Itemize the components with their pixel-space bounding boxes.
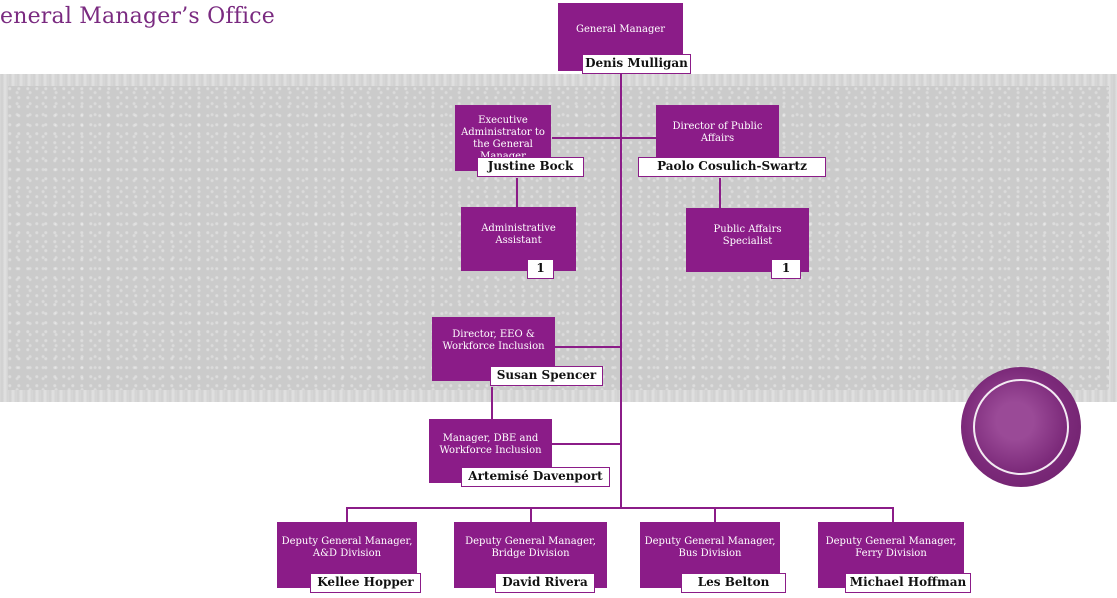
- connector-line: [530, 507, 532, 523]
- role-label: Director of Public Affairs: [672, 121, 763, 144]
- connector-line: [555, 346, 621, 348]
- connector-line: [620, 74, 622, 488]
- connector-line: [552, 443, 621, 445]
- page-title: eneral Manager’s Office: [0, 4, 275, 29]
- role-label: Director, EEO & Workforce Inclusion: [442, 329, 545, 352]
- connector-line: [620, 488, 622, 508]
- person-name: Justine Bock: [477, 157, 584, 177]
- connector-line: [346, 507, 348, 523]
- connector-line: [552, 137, 656, 139]
- role-label: Executive Administrator to the General M…: [461, 115, 545, 162]
- role-label: Deputy General Manager, Ferry Division: [825, 536, 957, 559]
- decorative-ring-icon: [973, 379, 1069, 475]
- person-name: Denis Mulligan: [582, 54, 691, 74]
- role-label: Deputy General Manager, A&D Division: [281, 536, 413, 559]
- person-name: Susan Spencer: [490, 366, 603, 386]
- role-label: Administrative Assistant: [481, 223, 556, 246]
- person-name: Paolo Cosulich-Swartz: [638, 157, 826, 177]
- connector-line: [491, 387, 493, 419]
- role-label: General Manager: [575, 24, 666, 35]
- node-administrative-assistant[interactable]: Administrative Assistant: [461, 207, 576, 271]
- connector-line: [719, 178, 721, 208]
- person-name: David Rivera: [495, 573, 595, 593]
- connector-line: [892, 507, 894, 523]
- role-label: Manager, DBE and Workforce Inclusion: [439, 433, 542, 456]
- role-label: Deputy General Manager, Bus Division: [644, 536, 776, 559]
- person-name: Michael Hoffman: [845, 573, 971, 593]
- person-name: Artemisé Davenport: [461, 467, 610, 487]
- position-count: 1: [771, 259, 801, 279]
- person-name: Les Belton: [681, 573, 786, 593]
- connector-line: [346, 507, 894, 509]
- connector-line: [714, 507, 716, 523]
- role-label: Public Affairs Specialist: [713, 224, 782, 247]
- role-label: Deputy General Manager, Bridge Division: [465, 536, 596, 559]
- connector-line: [516, 178, 518, 208]
- position-count: 1: [527, 259, 554, 279]
- person-name: Kellee Hopper: [310, 573, 421, 593]
